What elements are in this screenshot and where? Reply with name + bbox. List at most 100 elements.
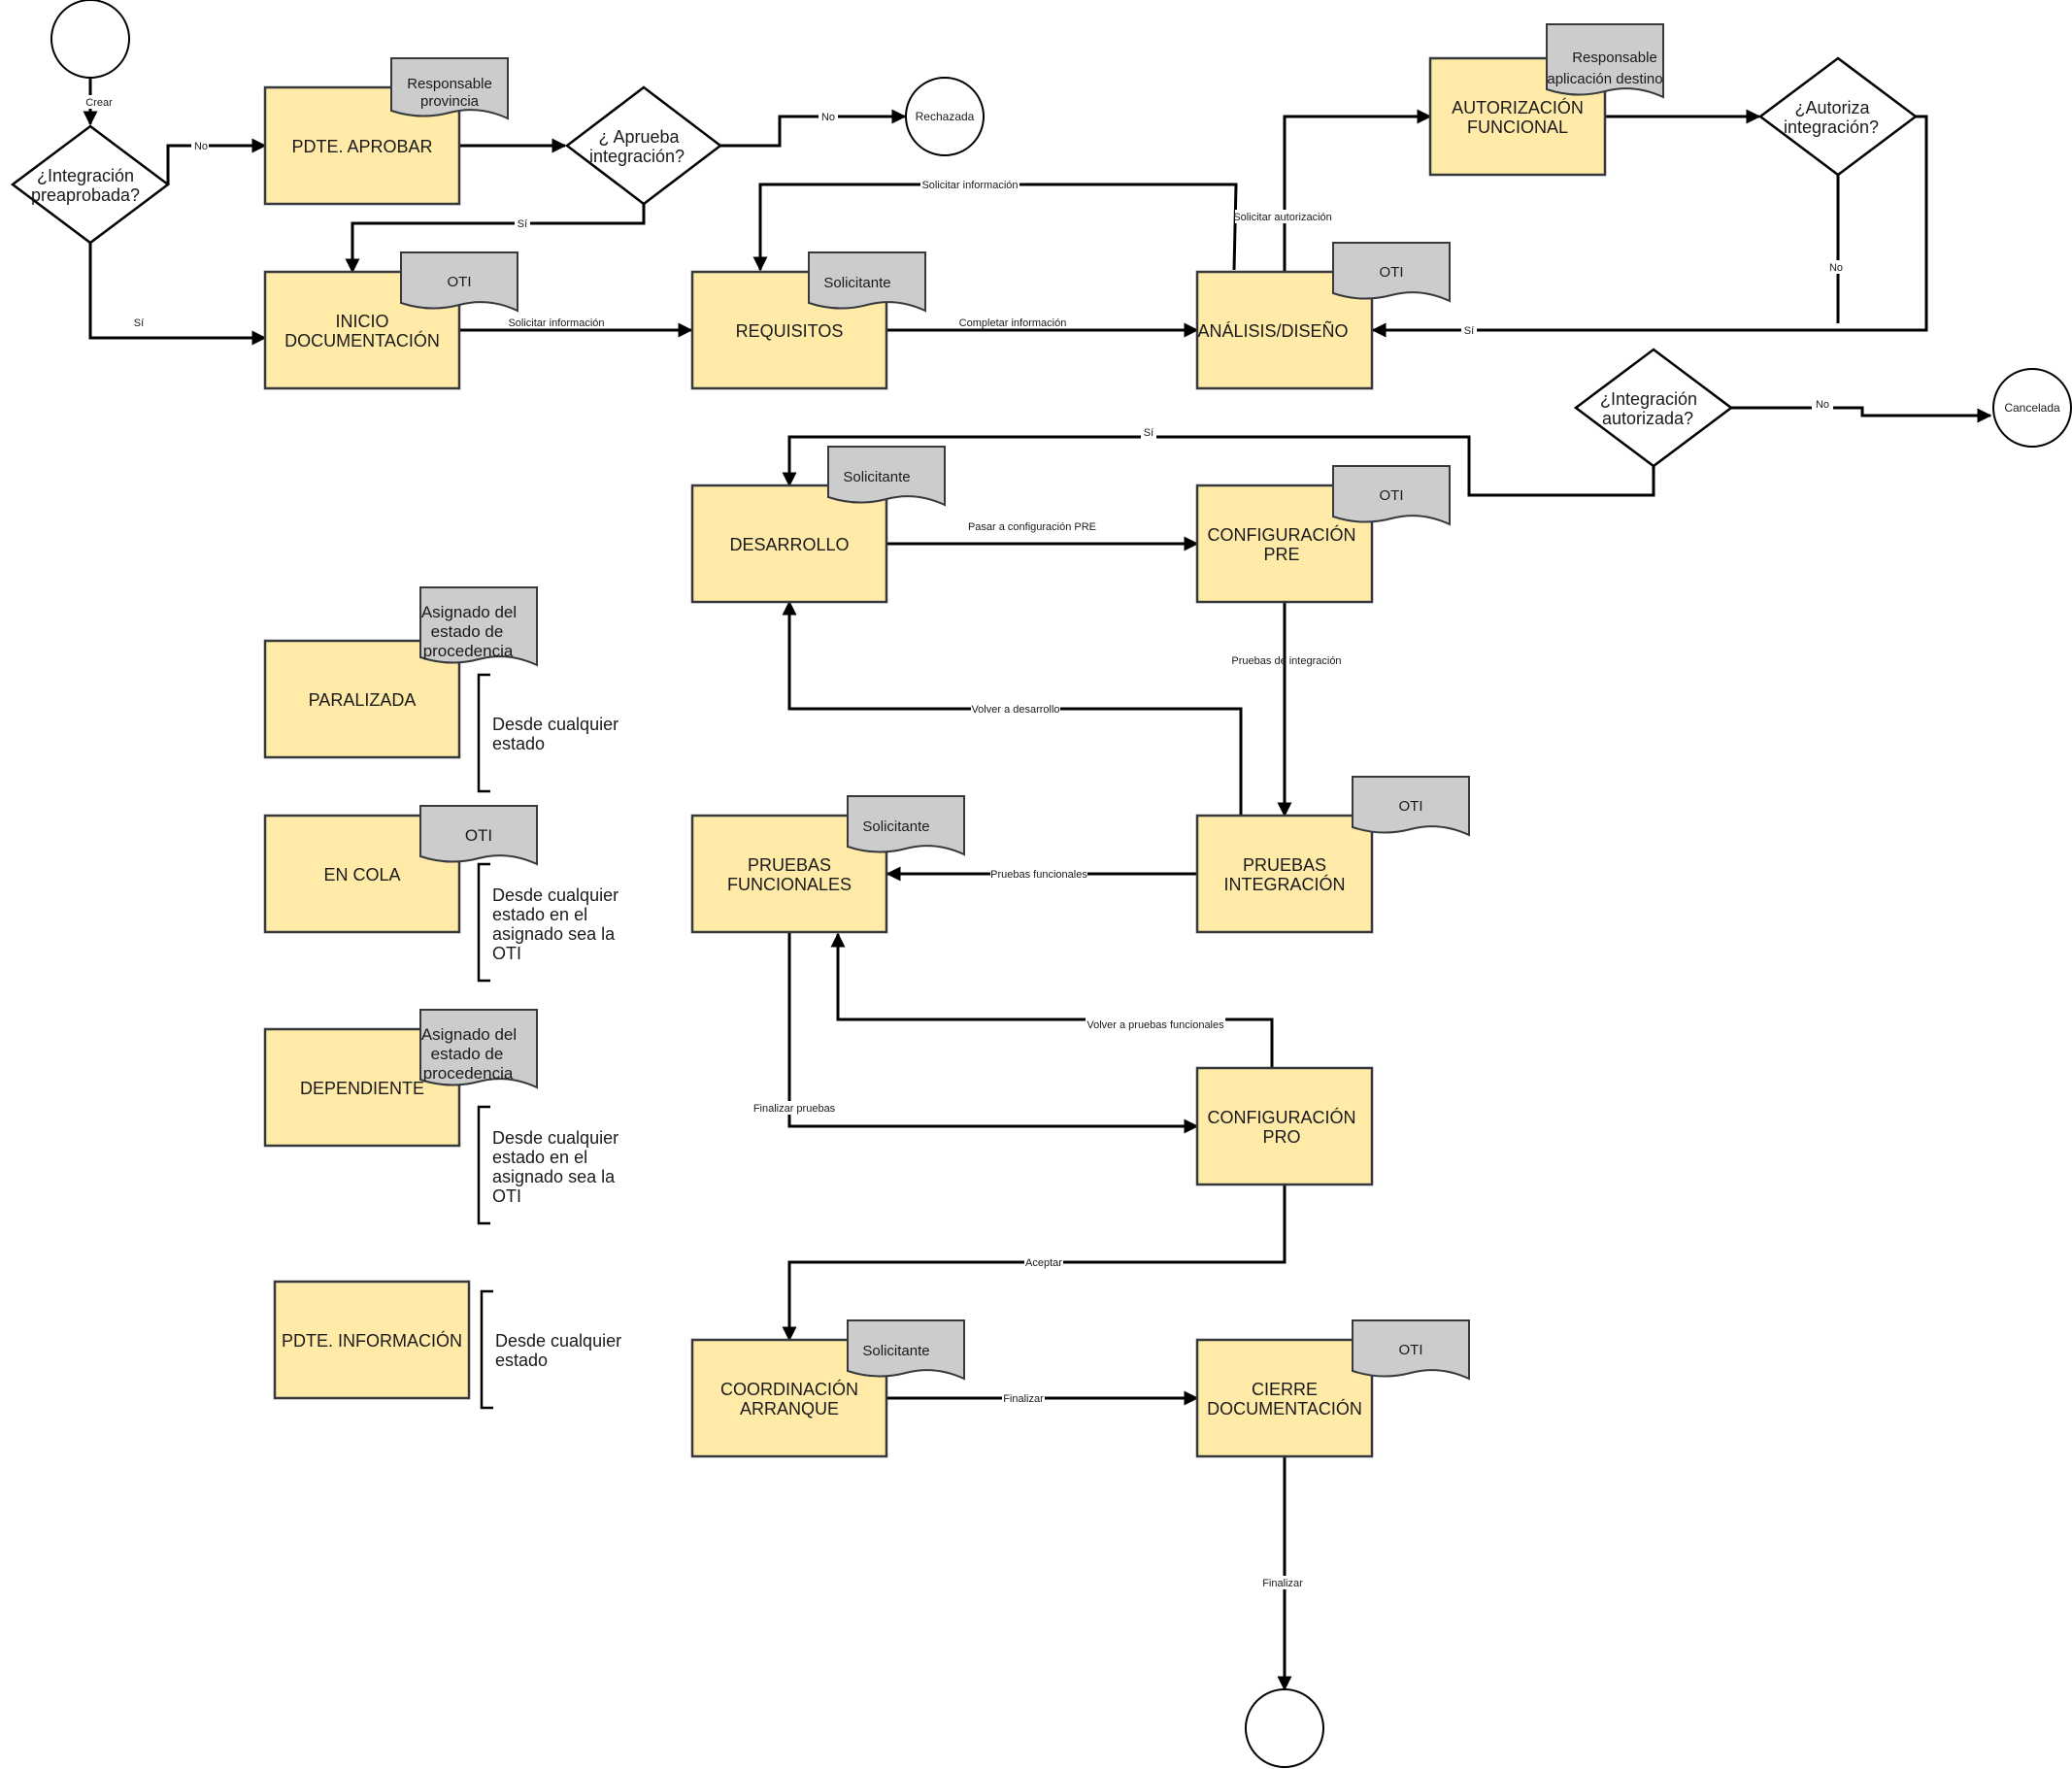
state-label: DESARROLLO xyxy=(729,535,849,554)
decision-integracion-preaprobada: ¿Integración preaprobada? xyxy=(10,124,171,245)
role-tag-asignado-estado-procedencia: Asignado del estado de procedencia xyxy=(419,1009,538,1089)
decision-autoriza-integracion: ¿Autoriza integración? xyxy=(1757,56,1919,177)
edge-label-volver-a-pruebas-funcionales: Volver a pruebas funcionales xyxy=(1086,1019,1224,1031)
edge-label-no: No xyxy=(821,112,835,123)
note-text: OTI xyxy=(492,1186,521,1206)
state-configuracion-pro: CONFIGURACIÓN PRO xyxy=(1195,1066,1374,1186)
role-label: OTI xyxy=(1380,487,1404,504)
note-en-cola: Desde cualquier estado en el asignado se… xyxy=(477,862,618,983)
role-tag-oti: OTI xyxy=(1352,1319,1470,1381)
edge-aprueba-no xyxy=(720,109,907,148)
role-label: Solicitante xyxy=(823,275,890,291)
state-label: PRUEBAS xyxy=(748,855,831,875)
role-tag-oti: OTI xyxy=(1332,242,1451,303)
edge-autorizada-si xyxy=(782,435,1655,497)
state-label: ARRANQUE xyxy=(740,1399,839,1419)
note-text: Desde cualquier xyxy=(492,1128,618,1148)
role-label: provincia xyxy=(420,93,480,110)
state-label: AUTORIZACIÓN xyxy=(1452,97,1584,117)
state-label: ANÁLISIS/DISEÑO xyxy=(1197,320,1348,341)
edge-autorizada-no xyxy=(1731,406,1992,423)
edge-label-finalizar: Finalizar xyxy=(1003,1393,1044,1405)
role-label: Solicitante xyxy=(843,469,910,485)
state-label: PRUEBAS xyxy=(1243,855,1326,875)
role-tag-responsable-provincia: Responsable provincia xyxy=(390,57,509,120)
state-label: PDTE. INFORMACIÓN xyxy=(282,1330,462,1351)
role-label: Responsable xyxy=(407,76,492,92)
cancelled-event: Cancelada xyxy=(1992,368,2072,448)
edge-label-crear: Crear xyxy=(85,97,113,109)
edge-label-volver-a-desarrollo: Volver a desarrollo xyxy=(971,704,1059,716)
note-text: Desde cualquier xyxy=(492,885,618,905)
edge-volver-a-pruebas-funcionales xyxy=(830,932,1274,1068)
note-text: OTI xyxy=(492,944,521,963)
rejected-label: Rechazada xyxy=(916,110,975,123)
role-label: OTI xyxy=(1399,798,1423,815)
edge-label-finalizar: Finalizar xyxy=(1262,1578,1303,1589)
edge-label-solicitar-autorizacion: Solicitar autorización xyxy=(1233,212,1332,223)
edge-finalizar-pruebas xyxy=(787,932,1199,1134)
edge-label-si: Sí xyxy=(1464,325,1474,337)
state-label: CIERRE xyxy=(1252,1380,1318,1399)
role-label: OTI xyxy=(448,274,472,290)
role-label: estado de xyxy=(431,1045,504,1063)
end-event xyxy=(1245,1688,1324,1768)
note-text: estado en el xyxy=(492,1148,587,1167)
role-tag-solicitante: Solicitante xyxy=(847,1319,965,1381)
edge-label-no: No xyxy=(1829,262,1843,274)
role-label: aplicación destino xyxy=(1547,71,1662,87)
edge-label-no: No xyxy=(194,141,208,152)
edge-label-pruebas-de-integracion: Pruebas de integración xyxy=(1231,655,1341,667)
state-label: CONFIGURACIÓN xyxy=(1208,524,1356,545)
role-tag-oti: OTI xyxy=(1332,465,1451,526)
state-label: PRE xyxy=(1263,545,1299,564)
state-label: DOCUMENTACIÓN xyxy=(284,330,440,350)
state-label: FUNCIONAL xyxy=(1467,117,1568,137)
role-tag-solicitante: Solicitante xyxy=(808,251,926,313)
edge-label-no: No xyxy=(1816,399,1829,411)
note-text: asignado sea la xyxy=(492,924,616,944)
edge-label-aceptar: Aceptar xyxy=(1025,1257,1062,1269)
decision-label: preaprobada? xyxy=(31,185,140,205)
cancelled-label: Cancelada xyxy=(2004,401,2060,415)
role-label: Asignado del xyxy=(421,1025,517,1044)
role-label: Solicitante xyxy=(862,818,929,835)
role-label: estado de xyxy=(431,622,504,641)
edge-preaprobada-no xyxy=(166,138,267,184)
note-pdte-informacion: Desde cualquier estado xyxy=(480,1289,621,1410)
state-label: DEPENDIENTE xyxy=(300,1079,424,1098)
note-text: Desde cualquier xyxy=(492,715,618,734)
state-label: DOCUMENTACIÓN xyxy=(1207,1398,1362,1419)
state-label: EN COLA xyxy=(323,865,400,884)
state-label: INICIO xyxy=(335,312,388,331)
decision-label: ¿Integración xyxy=(1600,389,1697,409)
edge-label-pruebas-funcionales: Pruebas funcionales xyxy=(990,869,1087,881)
edge-aprueba-si xyxy=(345,204,646,274)
state-label: PARALIZADA xyxy=(309,690,417,710)
note-text: estado xyxy=(495,1351,548,1370)
note-paralizada: Desde cualquier estado xyxy=(477,673,618,793)
role-label: procedencia xyxy=(423,1064,514,1083)
decision-label: integración? xyxy=(1784,117,1879,137)
decision-label: autorizada? xyxy=(1602,409,1693,428)
state-label: PDTE. APROBAR xyxy=(291,137,432,156)
edge-label-solicitar-informacion: Solicitar información xyxy=(508,317,604,329)
role-label: Asignado del xyxy=(421,603,517,621)
edge-label-si: Sí xyxy=(134,317,144,329)
note-text: Desde cualquier xyxy=(495,1331,621,1351)
state-label: PRO xyxy=(1262,1127,1300,1147)
decision-aprueba-integracion: ¿ Aprueba integración? xyxy=(564,85,723,206)
role-label: OTI xyxy=(1399,1342,1423,1358)
edge-label-solicitar-informacion: Solicitar información xyxy=(921,180,1018,191)
role-label: Responsable xyxy=(1572,50,1657,66)
state-pruebas-integracion: PRUEBAS INTEGRACIÓN xyxy=(1195,814,1374,934)
state-label: INTEGRACIÓN xyxy=(1223,874,1345,894)
edge-labels: Crear No Sí No Sí Solicitar información … xyxy=(84,95,1848,1589)
role-label: procedencia xyxy=(423,642,514,660)
edge-label-si: Sí xyxy=(518,218,527,230)
note-text: estado xyxy=(492,734,545,753)
decision-label: ¿ Aprueba xyxy=(598,127,680,147)
state-label: CONFIGURACIÓN xyxy=(1208,1107,1356,1127)
state-label: REQUISITOS xyxy=(736,321,844,341)
role-tag-solicitante: Solicitante xyxy=(847,795,965,856)
